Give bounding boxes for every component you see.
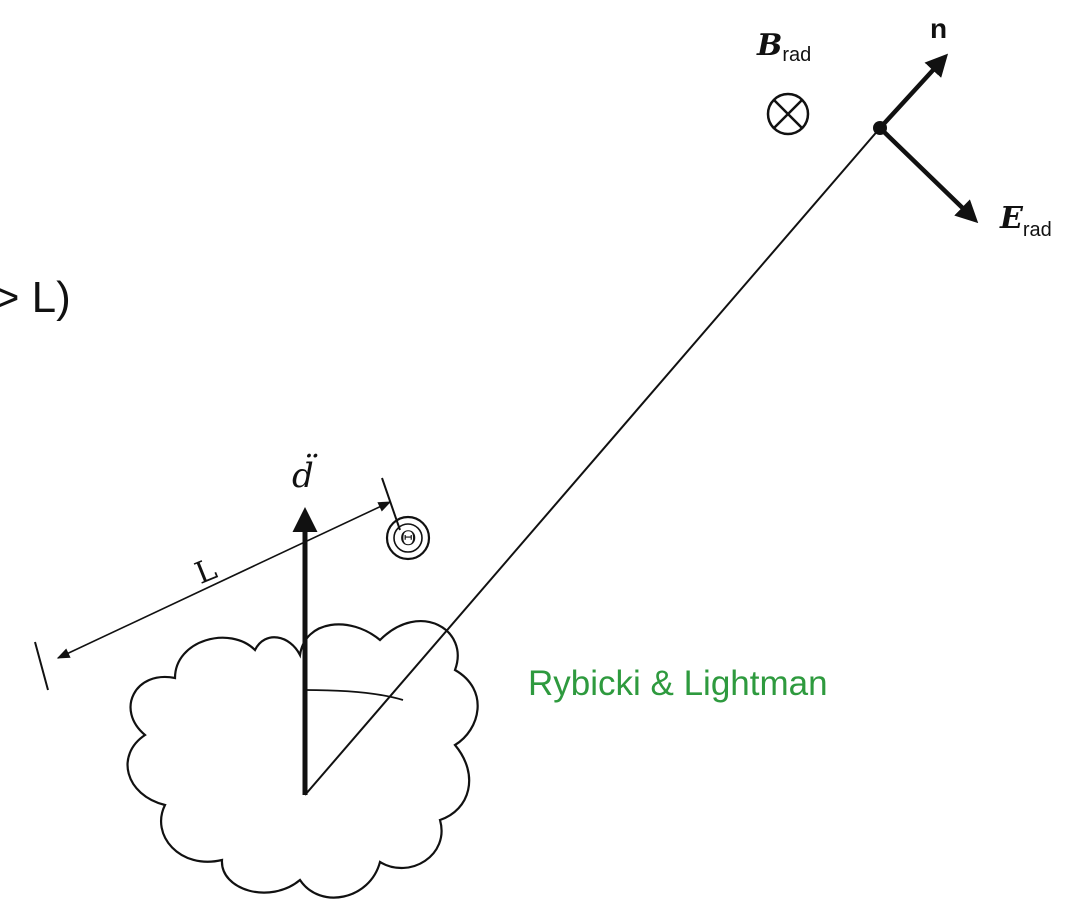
theta-label: Θ [400,526,416,550]
length-dimension-line [56,501,392,659]
charge-distribution-blob [126,620,479,899]
theta-symbol-circle: Θ [385,515,431,561]
e-field-symbol: E [999,201,1024,236]
n-label: n [930,13,947,44]
credit-text: Rybicki & Lightman [528,664,828,703]
length-tick-left [34,641,49,691]
dipole-label: d̈ [292,454,318,496]
b-field-label: Brad [756,28,811,66]
theta-angle-arc [304,689,404,701]
line-of-sight [304,127,881,796]
e-field-arrow [878,126,979,224]
b-field-into-page-icon [766,92,810,136]
b-field-subscript: rad [782,44,811,66]
e-field-subscript: rad [1023,219,1052,241]
partial-condition-text: >> L) [0,273,71,322]
n-direction-arrow [878,53,949,130]
e-field-label: Erad [999,201,1052,241]
b-field-symbol: B [756,28,782,63]
length-label: L [190,552,222,592]
